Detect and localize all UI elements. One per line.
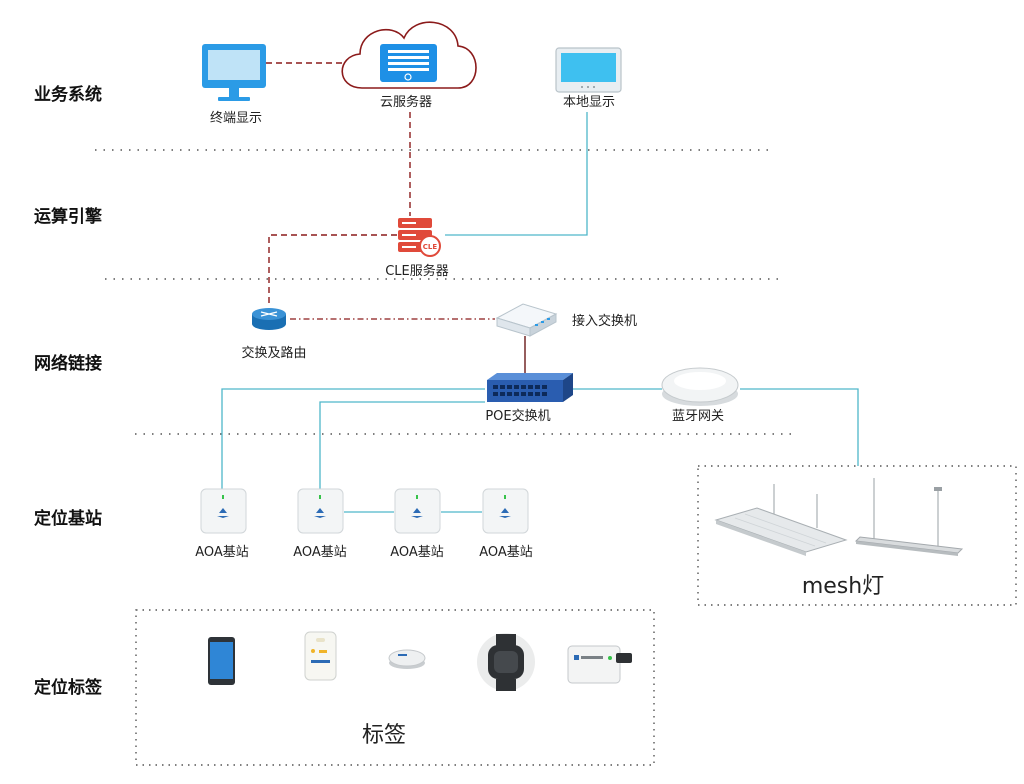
- poe-switch-icon: [487, 373, 573, 402]
- server-stack-icon: [398, 218, 441, 257]
- tags-box: [135, 609, 655, 766]
- layer-separators: [95, 149, 795, 435]
- layer-label-network: 网络链接: [34, 353, 102, 374]
- tablet-display-icon: [555, 47, 622, 93]
- link-local-cle: [445, 112, 588, 236]
- aoa-station-label: AOA基站: [195, 545, 249, 560]
- router-icon: [252, 308, 286, 330]
- aoa-station-label: AOA基站: [293, 545, 347, 560]
- asset-tag-icon: [567, 645, 632, 684]
- mesh-light-icon: [714, 484, 848, 556]
- layer-label-business: 业务系统: [34, 84, 102, 105]
- terminal-display-node: 终端显示: [202, 44, 266, 126]
- server-screen-icon: [380, 44, 437, 82]
- aoa-station-1: AOA基站: [195, 488, 249, 560]
- linear-light-icon: [854, 478, 964, 556]
- link-cle-router: [268, 234, 397, 307]
- cle-badge: CLE: [423, 243, 438, 251]
- bluetooth-gateway-node: 蓝牙网关: [661, 367, 739, 424]
- aoa-station-label: AOA基站: [390, 545, 444, 560]
- terminal-display-label: 终端显示: [210, 110, 262, 126]
- aoa-station-2: AOA基站: [293, 488, 347, 560]
- tags-label: 标签: [362, 723, 406, 748]
- aoa-device-icon: [394, 488, 441, 534]
- poe-switch-label: POE交换机: [485, 408, 550, 424]
- aoa-station-4: AOA基站: [479, 488, 533, 560]
- badge-tag-icon: [304, 631, 337, 681]
- local-display-node: 本地显示: [555, 47, 622, 110]
- wristband-tag-icon: [477, 633, 535, 691]
- bluetooth-gateway-label: 蓝牙网关: [672, 409, 724, 424]
- layer-label-engine: 运算引擎: [34, 206, 103, 227]
- link-gateway-mesh: [740, 388, 859, 466]
- phone-icon: [208, 637, 235, 685]
- layer-label-tags: 定位标签: [34, 677, 103, 698]
- access-switch-node: 接入交换机: [495, 303, 637, 337]
- layer-label-base-station: 定位基站: [34, 508, 102, 529]
- aoa-device-icon: [200, 488, 247, 534]
- cloud-server-node: 云服务器: [341, 21, 477, 110]
- access-switch-label: 接入交换机: [572, 313, 637, 329]
- local-display-label: 本地显示: [563, 95, 615, 110]
- aoa-station-label: AOA基站: [479, 545, 533, 560]
- cloud-server-label: 云服务器: [380, 94, 432, 110]
- aoa-device-icon: [297, 488, 344, 534]
- mesh-lights-group: mesh灯: [697, 465, 1017, 606]
- link-poe-aoa2: [319, 401, 485, 490]
- round-beacon-icon: [388, 649, 426, 669]
- router-label: 交换及路由: [241, 345, 306, 361]
- cle-server-node: CLE CLE服务器: [385, 218, 449, 279]
- aoa-station-3: AOA基站: [390, 488, 444, 560]
- access-switch-icon: [495, 303, 558, 337]
- ceiling-gateway-icon: [661, 367, 739, 406]
- monitor-icon: [202, 44, 266, 101]
- aoa-device-icon: [482, 488, 529, 534]
- cle-server-label: CLE服务器: [385, 263, 449, 279]
- poe-switch-node: POE交换机: [485, 373, 573, 424]
- link-poe-aoa1: [221, 388, 485, 490]
- mesh-lights-label: mesh灯: [802, 574, 884, 599]
- tags-group: 标签: [135, 609, 655, 766]
- connections: [221, 62, 859, 513]
- router-node: 交换及路由: [241, 308, 307, 361]
